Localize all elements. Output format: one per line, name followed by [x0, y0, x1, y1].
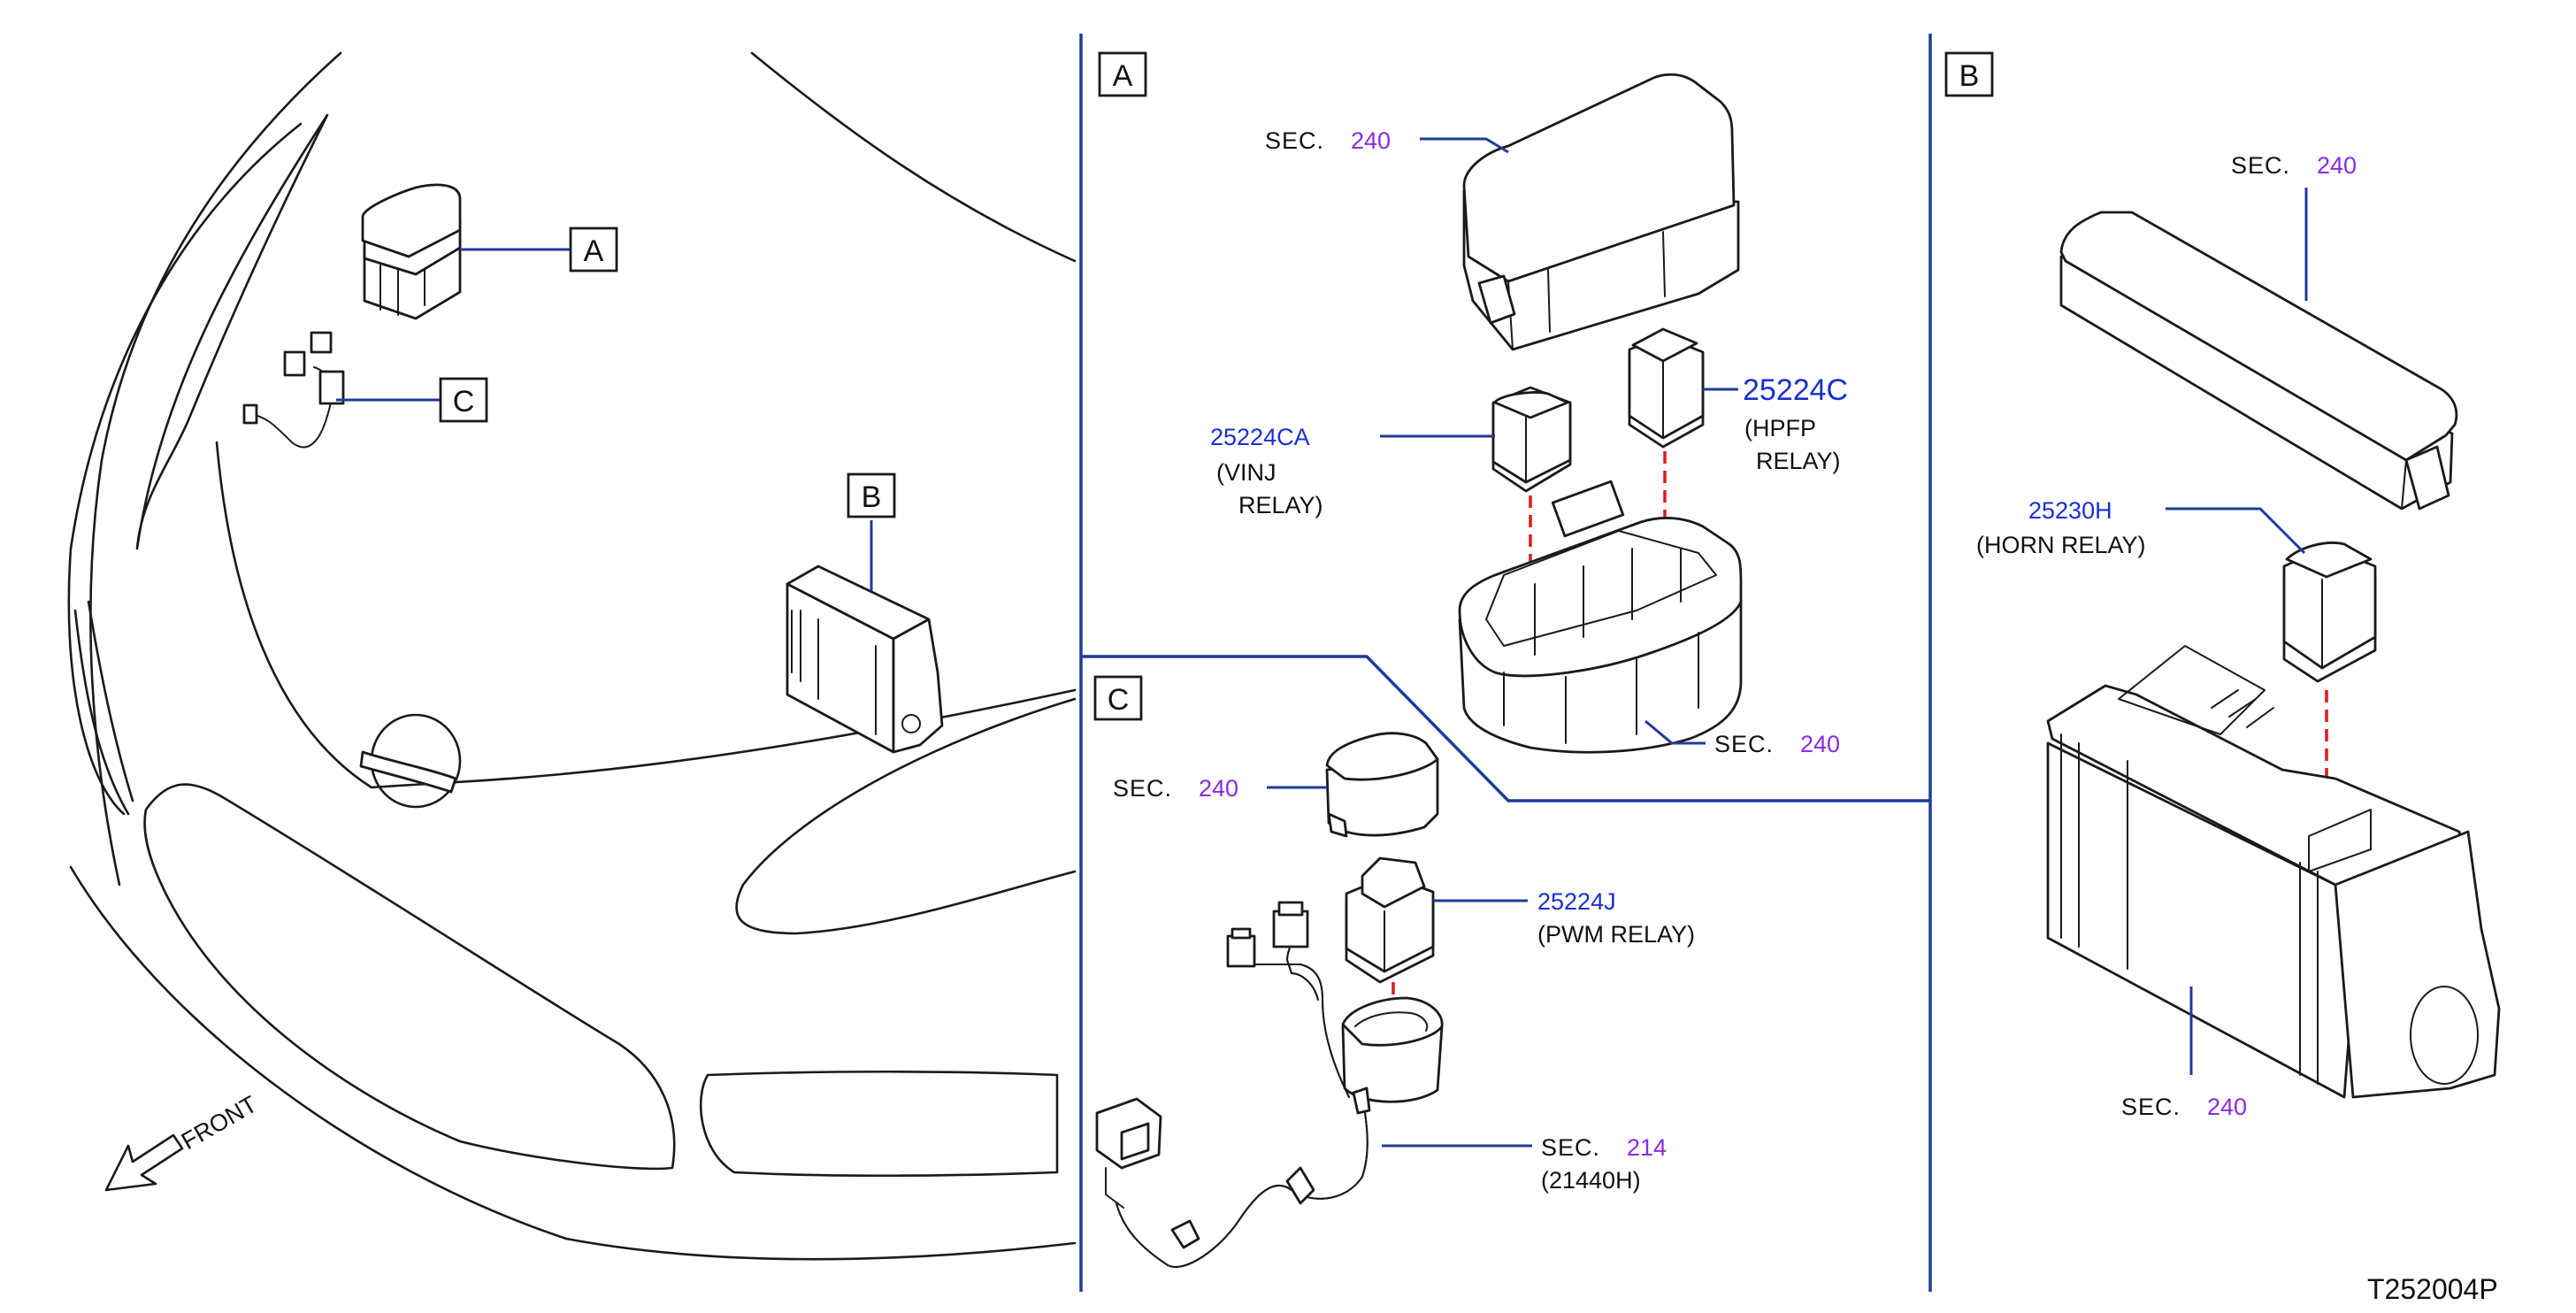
- horn-relay-label: (HORN RELAY): [1976, 532, 2146, 558]
- vehicle-overview: FRONT: [67, 51, 1077, 1261]
- hpfp-relay-label-2: RELAY): [1756, 448, 1841, 474]
- vinj-relay-label-1: (VINJ: [1216, 459, 1276, 486]
- pwm-relay: [1345, 856, 1435, 984]
- panel-c-callout: C: [1093, 675, 1143, 721]
- overview-fuse-box-a: [361, 183, 462, 320]
- c-cap-sec-label: SEC.: [1113, 775, 1172, 802]
- panel-a-callout: A: [1098, 51, 1147, 97]
- overview-fuse-box-b: [786, 564, 944, 754]
- reference-code: T252004P: [2367, 1273, 2498, 1305]
- b-box-sec-label: SEC.: [2121, 1094, 2181, 1120]
- front-direction-arrow: [104, 1133, 184, 1192]
- hpfp-relay: [1628, 327, 1705, 449]
- pwm-relay-cap: [1325, 732, 1439, 838]
- hpfp-relay-part-number: 25224C: [1743, 373, 1848, 407]
- fuse-box-a-cover: [1462, 73, 1740, 351]
- pwm-relay-part-number: 25224J: [1537, 888, 1616, 915]
- c-cap-sec-number: 240: [1199, 775, 1238, 802]
- svg-text:C: C: [453, 385, 475, 418]
- b-box-sec-number: 240: [2207, 1094, 2247, 1120]
- panel-dividers: [1079, 34, 1932, 1292]
- overview-callout-c: C: [439, 377, 488, 423]
- vinj-relay-label-2: RELAY): [1238, 492, 1323, 518]
- c-harness-label: (21440H): [1541, 1167, 1641, 1194]
- pwm-relay-label: (PWM RELAY): [1537, 921, 1695, 948]
- a-box-sec-label: SEC.: [1714, 731, 1774, 757]
- svg-text:A: A: [584, 234, 604, 268]
- b-cover-sec-label: SEC.: [2231, 152, 2290, 179]
- horn-relay-part-number: 25230H: [2028, 497, 2112, 524]
- c-harness-sec-number: 214: [1627, 1134, 1667, 1161]
- overview-callout-b: B: [847, 472, 896, 518]
- horn-relay: [2282, 541, 2377, 683]
- svg-text:A: A: [1113, 59, 1133, 93]
- fuse-box-b-cover: [2059, 211, 2458, 511]
- relay-harness: [1095, 901, 1444, 1268]
- fuse-box-b-body: [2046, 645, 2501, 1099]
- a-cover-sec-number: 240: [1351, 127, 1391, 154]
- a-cover-sec-label: SEC.: [1265, 127, 1324, 154]
- panel-b-callout: B: [1944, 51, 1994, 97]
- a-box-sec-number: 240: [1800, 731, 1840, 757]
- svg-text:C: C: [1108, 683, 1130, 717]
- vinj-relay-part-number: 25224CA: [1210, 424, 1310, 450]
- overview-harness-c: [242, 331, 345, 449]
- fuse-box-a-body: [1458, 480, 1743, 754]
- svg-text:B: B: [862, 480, 882, 514]
- hpfp-relay-label-1: (HPFP: [1744, 415, 1816, 442]
- c-harness-sec-label: SEC.: [1541, 1134, 1600, 1161]
- vinj-relay: [1491, 386, 1572, 493]
- svg-text:B: B: [1959, 59, 1980, 93]
- b-cover-sec-number: 240: [2317, 152, 2357, 179]
- overview-callout-a: A: [569, 227, 618, 273]
- front-label: FRONT: [177, 1091, 262, 1155]
